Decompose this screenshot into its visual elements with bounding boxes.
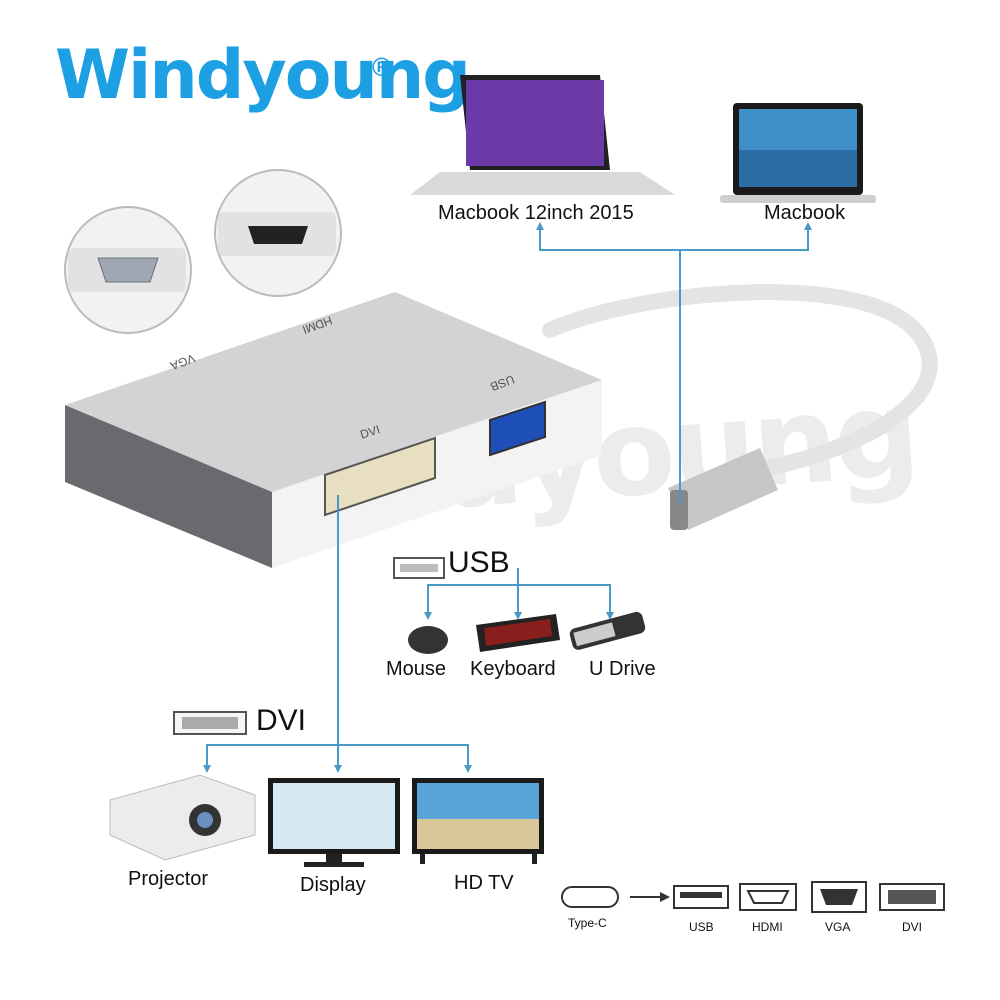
macbook-12-laptop-icon [410, 75, 675, 195]
hd-tv-icon [412, 778, 544, 864]
type-c-plug-icon [668, 448, 778, 530]
brand-logo-text: Windyoung [55, 36, 471, 115]
hdmi-output-label: HDMI [752, 920, 783, 934]
hd-tv-label: HD TV [454, 872, 514, 894]
dvi-section-title: DVI [256, 704, 307, 737]
type-c-connector-icon [561, 886, 619, 908]
usb-connector-icon [393, 557, 445, 579]
dvi-output-icon [879, 883, 945, 911]
usb-port-icon [489, 400, 546, 457]
connector-arrows [203, 222, 812, 773]
mouse-icon [408, 626, 448, 654]
vga-output-icon [811, 881, 867, 913]
macbook-12inch-label: Macbook 12inch 2015 [438, 202, 634, 224]
usb-drive-icon [569, 611, 646, 650]
connector-lines [206, 230, 809, 765]
macbook-laptop-icon [720, 103, 876, 203]
display-icon [268, 778, 400, 867]
dvi-connector-icon [173, 711, 247, 735]
mouse-label: Mouse [386, 658, 447, 680]
usb-section-title: USB [448, 546, 510, 579]
keyboard-icon [476, 614, 560, 652]
hdmi-output-icon [739, 883, 797, 911]
projector-icon [109, 774, 256, 861]
u-drive-label: U Drive [589, 658, 656, 680]
vga-output-label: VGA [825, 920, 851, 934]
macbook-label: Macbook [764, 202, 846, 224]
type-c-label: Type-C [568, 916, 607, 930]
display-label: Display [300, 874, 366, 896]
hdmi-port-closeup-icon [214, 169, 342, 297]
vga-port-closeup-icon [64, 206, 192, 334]
dvi-port-icon [324, 436, 436, 517]
dvi-output-label: DVI [902, 920, 923, 934]
arrow-right-icon [630, 892, 670, 902]
usb-output-label: USB [689, 920, 714, 934]
usb-output-icon [673, 885, 729, 909]
projector-label: Projector [128, 868, 209, 890]
keyboard-label: Keyboard [470, 658, 556, 680]
registered-mark: ® [372, 52, 392, 82]
